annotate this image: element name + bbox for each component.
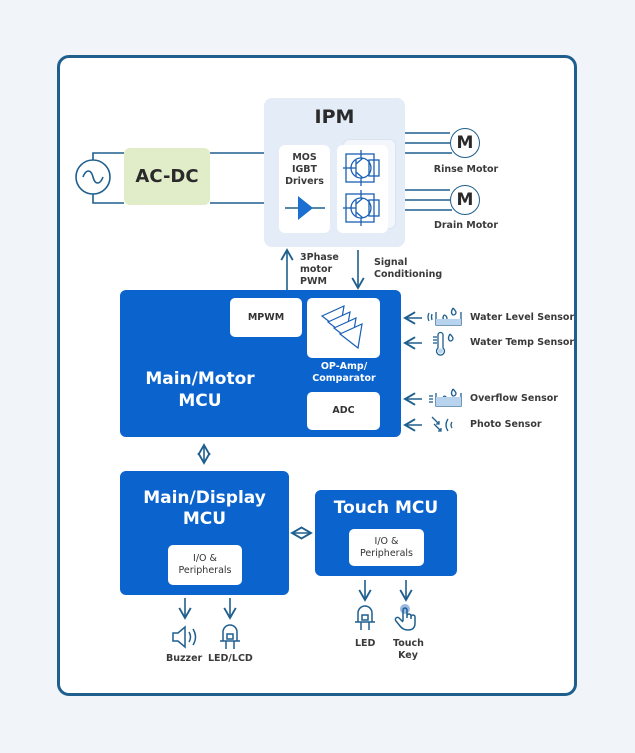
ipm-title: IPM xyxy=(314,106,355,128)
io-label-line: Peripherals xyxy=(360,547,413,559)
led-lcd-label: LED/LCD xyxy=(208,653,253,664)
ac-dc-label: AC-DC xyxy=(135,166,199,187)
touch-mcu-title: Touch MCU xyxy=(333,498,439,518)
pwm-link-label-line: PWM xyxy=(300,276,327,287)
driver-label-line: IGBT xyxy=(291,164,318,175)
touch-led-label: LED xyxy=(355,638,376,649)
pwm-link-label: 3Phase motor PWM xyxy=(300,252,339,288)
opamp-block xyxy=(307,298,380,358)
adc-label: ADC xyxy=(332,405,355,416)
thermometer-icon xyxy=(433,331,454,356)
main-display-mcu-title: Main/Display MCU xyxy=(120,488,289,530)
opamp-label-line: Comparator xyxy=(312,373,376,384)
overflow-sensor-icon xyxy=(429,388,462,407)
signal-label-line: Conditioning xyxy=(374,269,443,280)
igbt-transistor-icon xyxy=(343,150,380,226)
signal-label-line: Signal xyxy=(374,257,408,268)
drain-motor-label: Drain Motor xyxy=(433,220,499,231)
display-io-block: I/O & Peripherals xyxy=(168,545,242,585)
touch-io-block: I/O & Peripherals xyxy=(349,529,424,566)
opamp-label: OP-Amp/ Comparator xyxy=(300,361,388,385)
pwm-link-label-line: motor xyxy=(300,264,333,275)
io-label-line: Peripherals xyxy=(178,565,232,576)
rinse-motor-icon: M xyxy=(450,128,480,158)
driver-label-line: MOS xyxy=(292,152,317,163)
mpwm-block: MPWM xyxy=(230,298,302,337)
pwm-link-label-line: 3Phase xyxy=(300,252,339,263)
title-line: MCU xyxy=(178,391,222,411)
touch-key-label-line: Key xyxy=(398,650,418,661)
touch-key-label: Touch Key xyxy=(393,638,424,662)
photo-sensor-icon xyxy=(431,416,453,432)
io-label-line: I/O & xyxy=(193,553,217,564)
title-line: MCU xyxy=(182,509,227,529)
signal-conditioning-label: Signal Conditioning xyxy=(374,257,442,281)
touch-key-label-line: Touch xyxy=(393,638,424,649)
water-temp-sensor-label: Water Temp Sensor xyxy=(470,337,575,348)
mpwm-label: MPWM xyxy=(247,311,285,323)
title-line: Main/Display xyxy=(143,488,266,508)
drain-motor-icon: M xyxy=(450,185,480,215)
adc-block: ADC xyxy=(307,392,380,430)
ac-dc-converter: AC-DC xyxy=(124,148,210,205)
motor-symbol: M xyxy=(456,190,474,210)
opamp-icon xyxy=(320,304,363,350)
io-label-line: I/O & xyxy=(374,535,399,547)
overflow-sensor-label: Overflow Sensor xyxy=(470,393,558,404)
driver-label: MOS IGBT Drivers xyxy=(279,152,330,188)
speaker-icon xyxy=(172,625,197,649)
driver-label-line: Drivers xyxy=(285,176,324,187)
main-motor-mcu-title: Main/Motor MCU xyxy=(140,368,260,412)
driver-card xyxy=(279,145,330,233)
buzzer-label: Buzzer xyxy=(166,653,203,664)
led-icon xyxy=(220,624,240,649)
photo-sensor-label: Photo Sensor xyxy=(470,419,542,430)
touch-hand-icon xyxy=(394,604,416,631)
water-level-sensor-label: Water Level Sensor xyxy=(470,312,575,323)
title-line: Main/Motor xyxy=(145,369,255,389)
led-icon xyxy=(355,605,375,630)
buffer-amplifier-icon xyxy=(285,196,325,220)
rinse-motor-label: Rinse Motor xyxy=(433,164,499,175)
motor-symbol: M xyxy=(456,133,474,153)
water-level-sensor-icon xyxy=(427,307,462,326)
opamp-label-line: OP-Amp/ xyxy=(320,361,368,372)
